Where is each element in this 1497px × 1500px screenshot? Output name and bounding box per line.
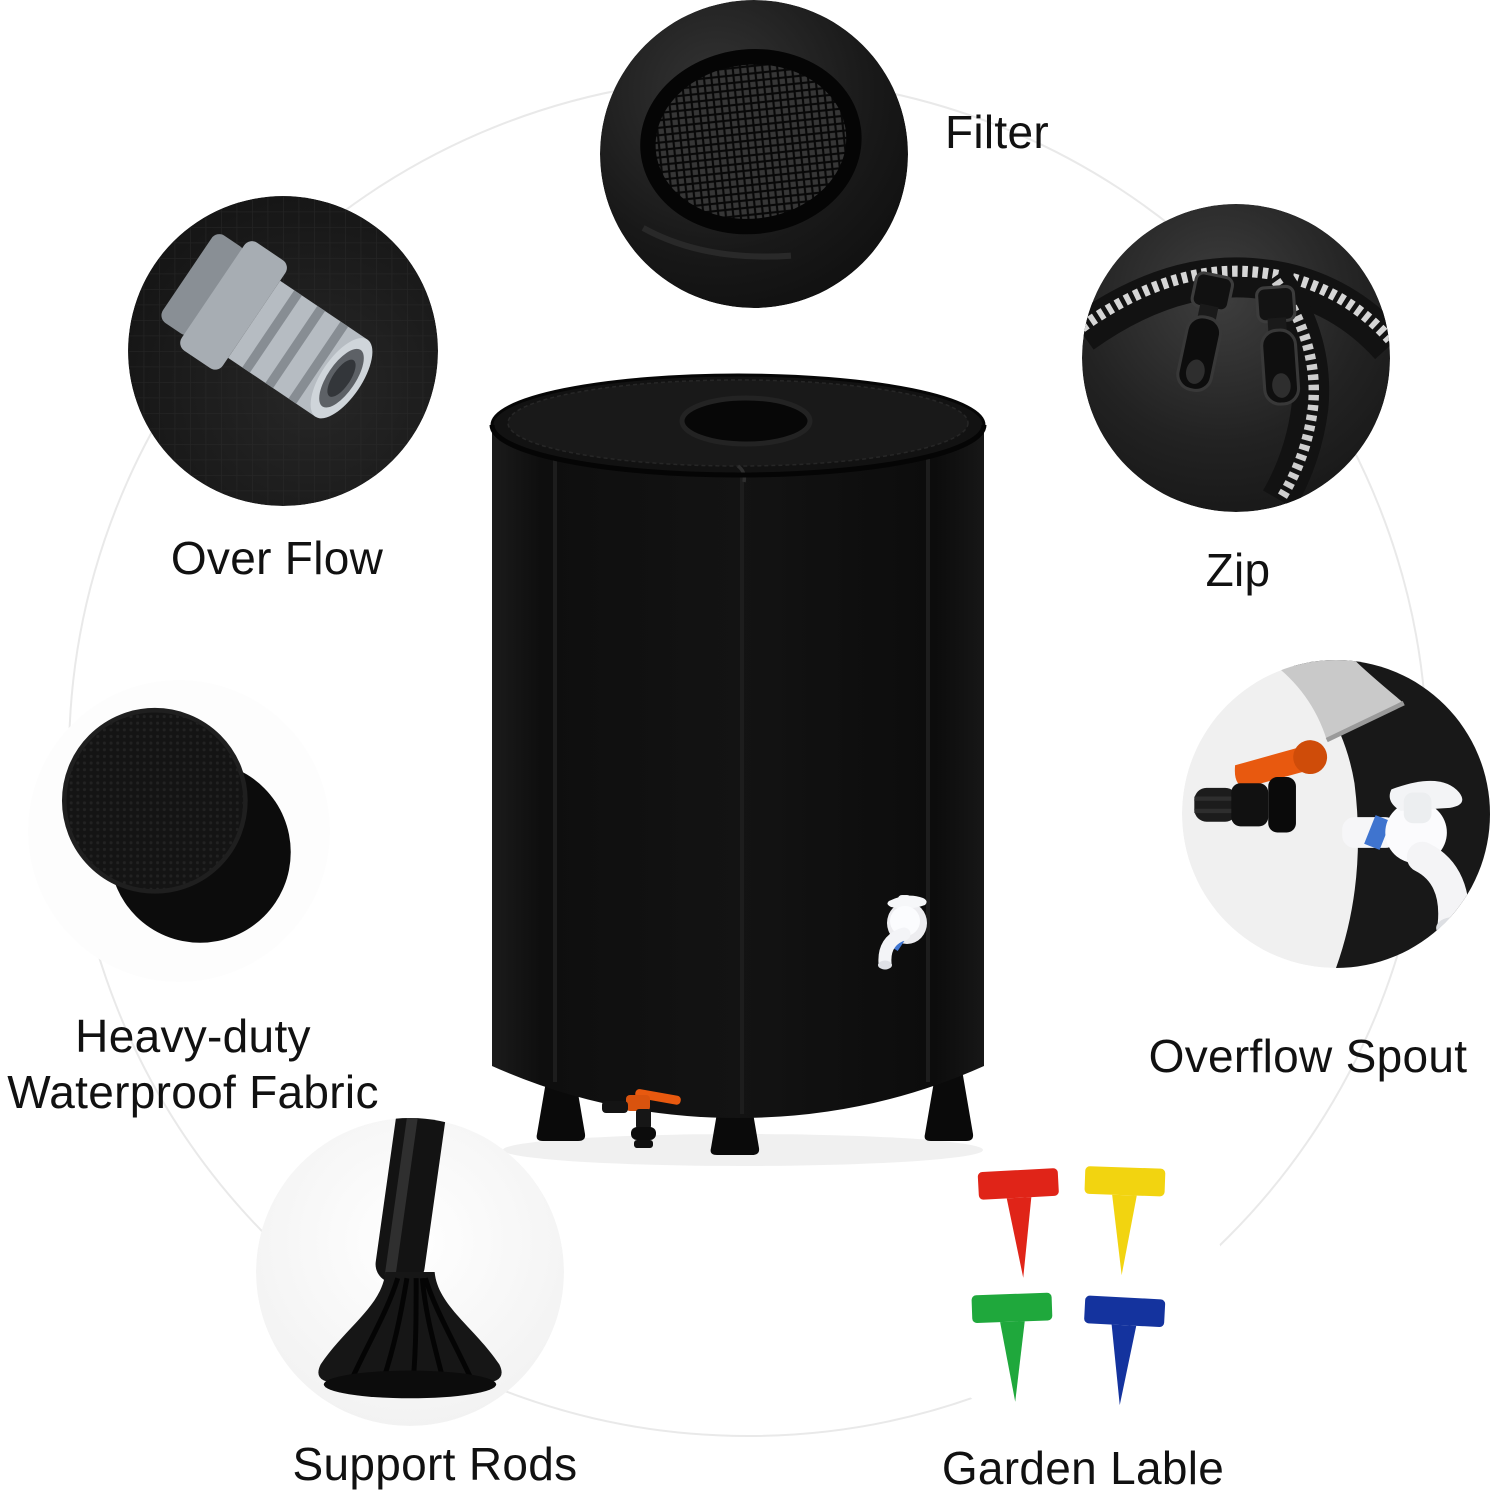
feature-label-fabric-line1: Heavy-duty <box>75 1010 311 1062</box>
barrel-faucet-icon <box>878 895 927 970</box>
rain-barrel-illustration <box>488 368 988 1178</box>
zipper-pull-icon <box>1255 284 1301 406</box>
zipper-graphic <box>1082 204 1390 512</box>
barrel-lid <box>490 373 986 483</box>
feature-label-overflow-spout: Overflow Spout <box>1148 1030 1468 1082</box>
rain-barrel-graphic <box>489 373 987 1166</box>
zipper-pull-icon <box>1176 271 1235 392</box>
support-rod-graphic <box>256 1118 564 1426</box>
callout-filter-image <box>600 0 908 308</box>
callout-garden-labels-image <box>916 1126 1224 1434</box>
feature-label-filter: Filter <box>944 106 1050 158</box>
overflow-spout-graphic <box>1182 660 1490 968</box>
callout-fabric-image <box>28 680 330 982</box>
garden-marker-yellow-icon <box>1084 1166 1166 1276</box>
callout-overflow-spout-image <box>1182 660 1490 968</box>
feature-label-fabric: Heavy-duty Waterproof Fabric <box>0 1008 386 1120</box>
garden-markers-graphic <box>916 1126 1224 1434</box>
filter-mesh-graphic <box>600 0 908 308</box>
hose-connector-icon <box>1194 777 1296 833</box>
callout-support-rods-image <box>256 1118 564 1426</box>
callout-overflow-plug-image <box>128 196 438 506</box>
feature-label-support-rods: Support Rods <box>292 1438 578 1490</box>
feature-label-fabric-line2: Waterproof Fabric <box>7 1066 379 1118</box>
valve-lever-icon <box>1234 740 1328 787</box>
garden-marker-blue-icon <box>1084 1295 1166 1406</box>
overflow-plug-graphic <box>128 196 438 506</box>
garden-marker-red-icon <box>977 1168 1059 1278</box>
garden-marker-green-icon <box>971 1292 1053 1402</box>
feature-label-zip: Zip <box>1205 544 1271 596</box>
callout-zip-image <box>1082 204 1390 512</box>
barrel-drain-valve-icon <box>602 1089 681 1148</box>
feature-label-garden-lable: Garden Lable <box>941 1442 1225 1494</box>
feature-label-over-flow: Over Flow <box>170 532 384 584</box>
fabric-swatches-graphic <box>28 680 330 982</box>
